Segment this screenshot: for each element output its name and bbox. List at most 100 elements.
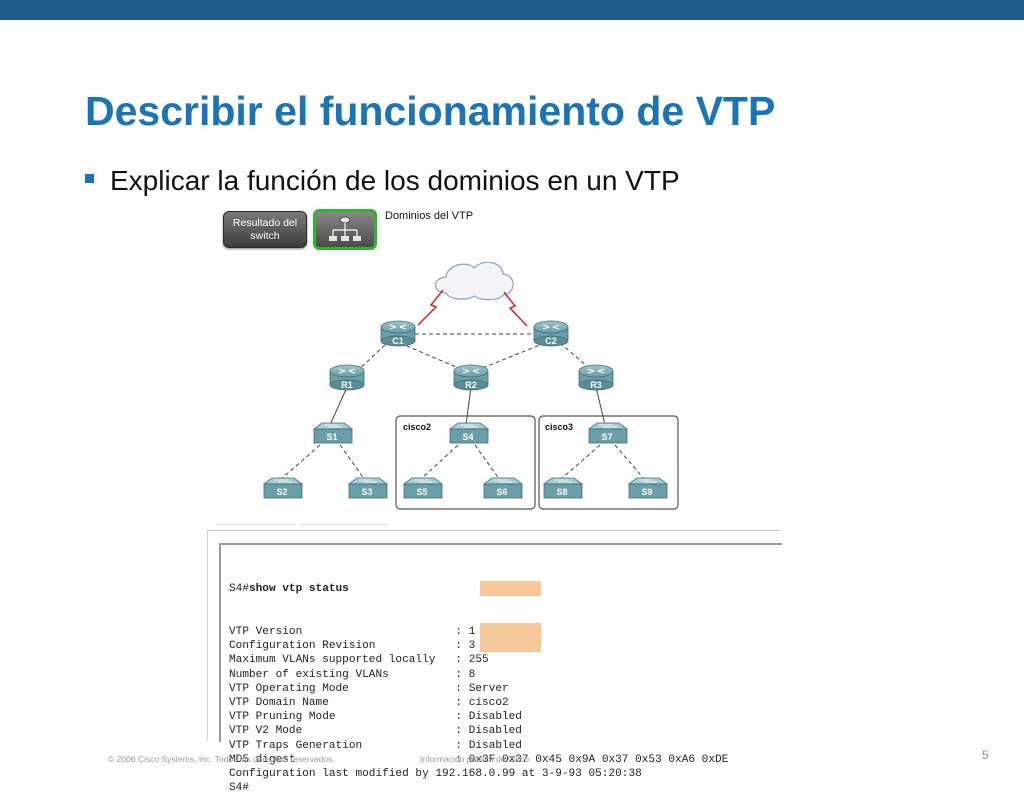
terminal-end-prompt: S4# [229, 782, 249, 795]
device-label: S7 [601, 432, 612, 442]
terminal-row: VTP V2 Mode : Disabled [229, 724, 728, 738]
switch-icon[interactable]: S5 [402, 477, 444, 499]
bullet-text: Explicar la función de los dominios en u… [110, 165, 680, 196]
terminal-separator: : [435, 654, 469, 667]
switch-icon[interactable]: S3 [347, 477, 389, 499]
switch-icon[interactable]: S6 [482, 477, 524, 499]
terminal-row: VTP Traps Generation : Disabled [229, 739, 728, 753]
device-label: S6 [496, 487, 507, 497]
terminal-key: VTP Operating Mode [229, 682, 349, 695]
terminal-separator: : [302, 626, 469, 638]
terminal-row: MD5 digest : 0x3F 0x37 0x45 0x9A 0x37 0x… [229, 753, 728, 767]
device-label: C2 [545, 336, 557, 346]
terminal-tab[interactable] [300, 524, 388, 530]
page-number: 5 [982, 748, 989, 762]
vtp-domains-button[interactable] [313, 209, 377, 250]
device-label: S9 [641, 487, 652, 497]
switch-output-button-label: Resultado del switch [232, 216, 298, 242]
switch-icon[interactable]: S9 [627, 477, 669, 499]
terminal-last-modified: Configuration last modified by 192.168.0… [229, 767, 642, 780]
terminal-key: Maximum VLANs supported locally [229, 654, 436, 667]
device-label: R2 [465, 380, 477, 390]
top-bar [0, 0, 1024, 20]
terminal-value: 0x3F 0x37 0x45 0x9A 0x37 0x53 0xA6 0xDE [468, 753, 729, 766]
cloud-icon [434, 261, 514, 301]
router-icon[interactable]: R2 [453, 364, 489, 391]
terminal-value: Disabled [468, 739, 522, 752]
terminal-row: Maximum VLANs supported locally : 255 [229, 653, 728, 667]
network-topology-icon [329, 216, 361, 241]
switch-icon[interactable]: S1 [312, 422, 354, 444]
router-icon[interactable]: R1 [329, 364, 365, 391]
device-label: C1 [392, 336, 404, 346]
domain-label: cisco2 [403, 422, 431, 432]
terminal-tab[interactable] [217, 524, 295, 530]
switch-output-button[interactable]: Resultado del switch [223, 211, 307, 248]
terminal-separator: : [302, 725, 469, 738]
switch-icon[interactable]: S8 [542, 477, 584, 499]
terminal-command-line: S4#show vtp status [229, 582, 728, 596]
terminal-separator: : [388, 668, 469, 681]
wan-link-c1 [417, 289, 444, 326]
terminal-row: Configuration Revision : 3 [229, 639, 728, 653]
terminal-separator: : [348, 682, 469, 695]
highlight-mode-domain [480, 623, 541, 652]
terminal-row: VTP Domain Name : cisco2 [229, 696, 728, 710]
terminal-value: Disabled [468, 725, 522, 738]
terminal-key: VTP V2 Mode [229, 725, 303, 738]
switch-icon[interactable]: S2 [262, 477, 304, 499]
terminal-separator: : [335, 711, 469, 724]
device-label: S4 [462, 432, 473, 442]
terminal-value: Disabled [468, 711, 522, 724]
terminal-value: Server [468, 682, 509, 695]
terminal-value: 3 [468, 640, 476, 653]
device-label: S2 [276, 487, 287, 497]
terminal-frame [207, 530, 781, 741]
terminal-key: Number of existing VLANs [229, 668, 389, 681]
wan-link-c2 [503, 291, 528, 327]
terminal-key: VTP Traps Generation [229, 739, 363, 752]
terminal-row: VTP Version : 1 [229, 625, 728, 639]
switch-icon[interactable]: S7 [587, 422, 629, 444]
terminal-row: VTP Operating Mode : Server [229, 682, 728, 696]
terminal-separator: : [295, 753, 469, 766]
device-label: R3 [590, 380, 602, 390]
terminal-value: 8 [468, 668, 476, 681]
device-label: S5 [416, 487, 427, 497]
highlight-revision [480, 581, 541, 596]
terminal-separator: : [328, 696, 469, 709]
switch-icon[interactable]: S4 [448, 422, 490, 444]
domain-label: cisco3 [545, 422, 573, 432]
terminal-separator: : [375, 640, 469, 653]
terminal-prompt: S4# [229, 583, 249, 596]
terminal-value: 1 [468, 626, 476, 638]
router-icon[interactable]: C1 [380, 320, 416, 347]
device-label: S1 [326, 432, 337, 442]
terminal-separator: : [362, 739, 469, 752]
device-label: R1 [341, 380, 353, 390]
terminal-key: VTP Version [229, 626, 303, 638]
domain-box-cisco2 [395, 415, 536, 510]
device-label: S8 [556, 487, 567, 497]
footer-copyright: © 2006 Cisco Systems, Inc. Todos los der… [108, 754, 335, 764]
terminal-row: Number of existing VLANs : 8 [229, 668, 728, 682]
router-icon[interactable]: R3 [578, 364, 614, 391]
domain-box-cisco3 [538, 415, 679, 510]
slide-title: Describir el funcionamiento de VTP [85, 88, 776, 134]
terminal-value: cisco2 [468, 696, 509, 709]
terminal-command: show vtp status [248, 583, 349, 596]
terminal-row: VTP Pruning Mode : Disabled [229, 710, 728, 724]
terminal-key: VTP Domain Name [229, 696, 329, 709]
device-label: S3 [361, 487, 372, 497]
footer-classification: Información pública de Cisco [420, 754, 530, 764]
bullet-square-icon [85, 174, 94, 183]
figure-label: Dominios del VTP [385, 210, 474, 222]
terminal-key: VTP Pruning Mode [229, 711, 336, 724]
terminal-key: Configuration Revision [229, 640, 376, 653]
terminal-value: 255 [468, 654, 489, 667]
terminal-key: MD5 digest [229, 753, 296, 766]
router-icon[interactable]: C2 [533, 320, 569, 347]
